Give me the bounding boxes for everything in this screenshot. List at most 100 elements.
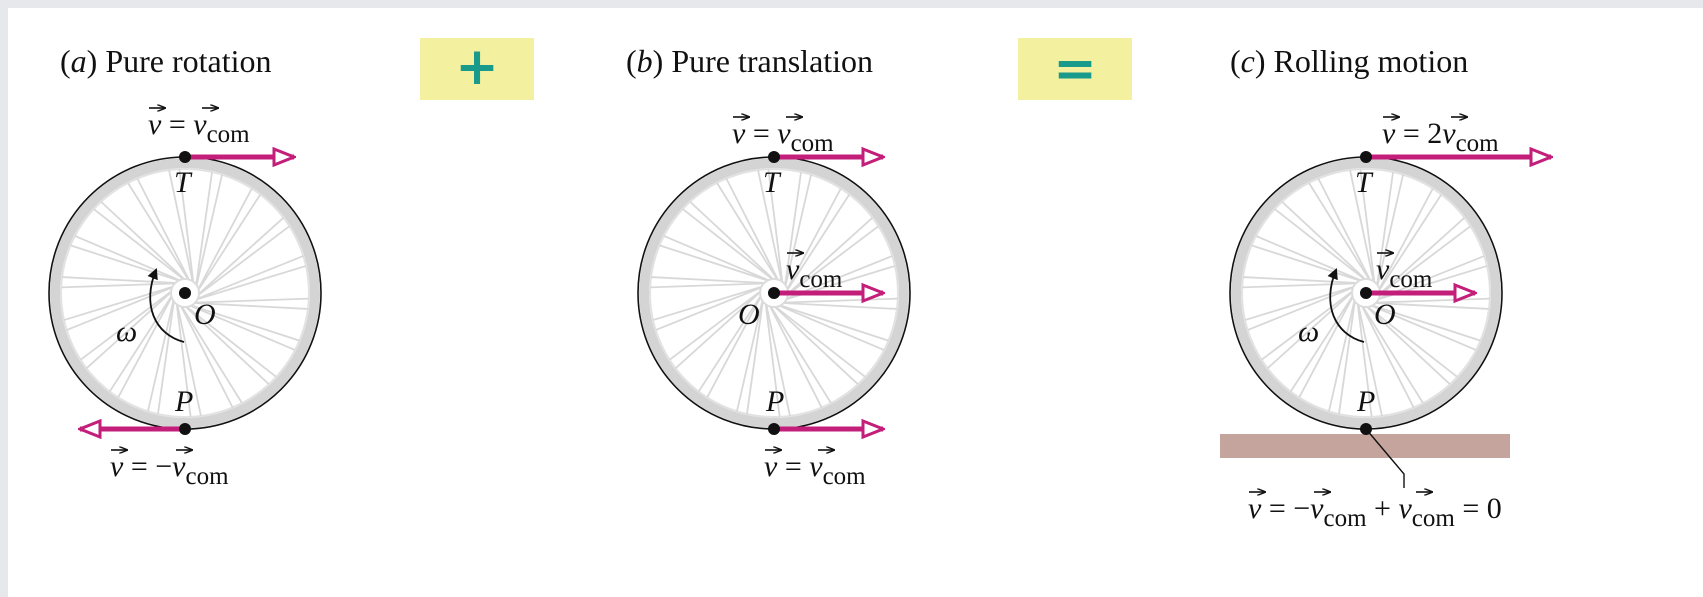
wheel-spoke [181, 301, 309, 310]
wheel-spoke [1375, 171, 1394, 294]
wheel-spoke [100, 201, 195, 289]
wheel-spoke [650, 276, 778, 285]
wheel-spoke [178, 299, 296, 351]
wheel-spoke [659, 244, 777, 285]
wheel-spoke [779, 193, 851, 302]
point-p-dot-a [179, 423, 191, 435]
point-o-label-b: O [738, 298, 760, 331]
wheel-spoke [147, 287, 178, 412]
wheel-spoke [776, 225, 880, 304]
wheel-spoke [757, 169, 785, 290]
wheel-spoke [1289, 284, 1361, 393]
wheel-spoke [168, 169, 196, 290]
panel-a: (a) Pure rotation T O P ω v = vcom v = −… [48, 43, 322, 490]
wheel-spoke [194, 171, 213, 294]
wheel-spoke [1373, 174, 1404, 299]
wheel-spoke [70, 244, 188, 285]
wheel-spoke [1298, 289, 1358, 398]
point-o-label-a: O [194, 298, 216, 331]
point-t-dot-b [768, 151, 780, 163]
wheel-spoke [193, 188, 253, 297]
wheel-spoke [736, 287, 767, 412]
wheel-spoke [174, 294, 234, 408]
ground-surface [1220, 434, 1510, 458]
wheel-spoke [655, 283, 770, 331]
plus-operator-box [420, 38, 534, 100]
wheel-spoke [176, 298, 243, 404]
panel-b: (b) Pure translation T O P v = vcom vcom… [626, 43, 911, 490]
wheel-spoke [175, 297, 270, 385]
wheel-spoke [1371, 193, 1443, 302]
wheel-spoke [66, 283, 181, 331]
wheel-spoke [174, 291, 192, 417]
wheel-spoke [682, 208, 780, 286]
point-p-dot-b [768, 423, 780, 435]
wheel-spoke [689, 201, 784, 289]
wheel-rim-inner [649, 168, 899, 418]
wheel-spoke [1362, 301, 1490, 310]
wheel-spoke [117, 289, 177, 398]
wheel-spoke [1255, 235, 1373, 287]
wheel-spoke [781, 217, 874, 301]
wheel-spoke [1308, 182, 1375, 288]
wheel-spoke [768, 300, 866, 378]
wheel-spoke [184, 265, 307, 304]
point-t-label-b: T [763, 166, 782, 199]
wheel-spoke [174, 296, 202, 417]
wheel-spoke [781, 174, 812, 299]
wheel-spoke [1328, 287, 1359, 412]
wheel-spoke [1360, 300, 1458, 378]
wheel-spoke [190, 193, 262, 302]
wheel-spoke [1355, 296, 1383, 417]
equation-top-a: v = vcom [148, 108, 250, 148]
wheel-spoke [765, 298, 832, 404]
wheel-spoke [63, 282, 186, 321]
wheel-spoke [108, 284, 180, 393]
point-p-label-c: P [1356, 385, 1375, 418]
point-t-dot-a [179, 151, 191, 163]
wheel-spoke [770, 301, 898, 310]
point-o-dot-a [179, 287, 191, 299]
wheel-spoke [697, 284, 769, 393]
wheel-spoke [61, 282, 184, 289]
plus-sign: + [455, 37, 499, 97]
equation-bottom-c: v = −vcom + vcom = 0 [1248, 492, 1502, 532]
figure-canvas: (a) Pure rotation T O P ω v = vcom v = −… [8, 8, 1703, 597]
panel-a-caption: (a) Pure rotation [60, 43, 272, 79]
equals-operator: = [1018, 38, 1132, 100]
equation-center-c: vcom [1376, 253, 1433, 293]
equation-bottom-a: v = −vcom [110, 450, 229, 490]
wheel-spoke [782, 188, 842, 297]
wheel-spoke [186, 297, 309, 304]
point-o-dot-c [1360, 287, 1372, 299]
wheel-spoke [1355, 294, 1415, 408]
wheel-spoke [136, 178, 196, 292]
panel-c: (c) Rolling motion T O P ω v = 2vcom vco… [1220, 43, 1551, 532]
wheel-spoke [1317, 178, 1377, 292]
point-o-dot-b [768, 287, 780, 299]
wheel-spoke [1359, 169, 1377, 295]
wheel-spoke [74, 235, 192, 287]
wheel-spoke [1368, 225, 1472, 304]
wheel-spoke [764, 297, 859, 385]
wheel-spoke [663, 235, 781, 287]
wheel-spoke [674, 285, 767, 369]
wheel-spoke [93, 208, 191, 286]
wheel-spoke [179, 300, 277, 378]
wheel-spoke [1274, 208, 1372, 286]
wheel-spoke [716, 182, 783, 288]
wheel-rim-inner [1241, 168, 1491, 418]
wheel-spoke [1281, 201, 1376, 289]
wheel-spoke [189, 255, 304, 303]
wheel-spoke [1260, 282, 1364, 361]
point-p-label-b: P [765, 385, 784, 418]
wheel-spoke [763, 296, 791, 417]
wheel-spoke [1373, 217, 1466, 301]
wheel-spoke [1251, 244, 1369, 285]
wheel-spoke [85, 285, 178, 369]
wheel-spoke [1349, 169, 1377, 290]
rotation-arrow-icon-a [147, 267, 185, 343]
wheel-spoke [187, 225, 291, 304]
wheel-spoke [192, 174, 223, 299]
wheel-spoke [746, 292, 765, 415]
